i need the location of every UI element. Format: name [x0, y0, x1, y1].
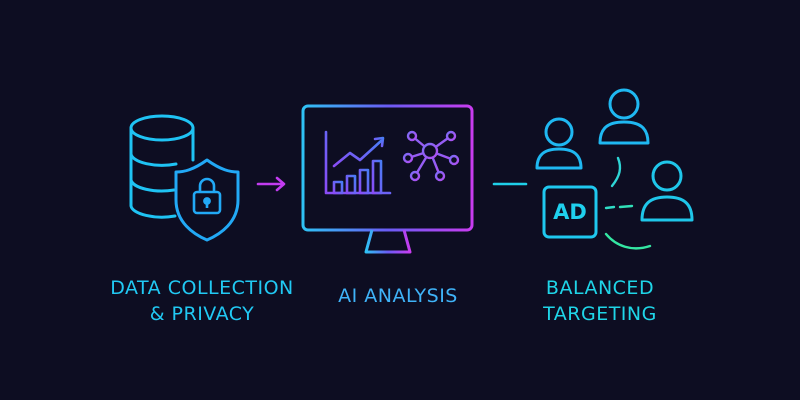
- step-label-line: TARGETING: [543, 303, 657, 325]
- arrow-right-icon: [256, 176, 286, 192]
- ad-badge-box: [542, 185, 598, 239]
- step-label-data-collection: DATA COLLECTION & PRIVACY: [96, 275, 308, 327]
- ad-badge-label: AD: [553, 200, 587, 224]
- network-graph-icon: [402, 130, 460, 194]
- targeting-curves: [604, 156, 652, 250]
- step-label-ai-analysis: AI ANALYSIS: [318, 283, 478, 309]
- shield-icon: [174, 158, 240, 242]
- step-label-balanced-targeting: BALANCED TARGETING: [510, 275, 690, 327]
- step-label-line: AI ANALYSIS: [338, 285, 458, 307]
- step-label-line: DATA COLLECTION: [110, 277, 294, 299]
- step-label-line: & PRIVACY: [149, 303, 255, 325]
- chart-icon: [324, 130, 392, 195]
- user-icon: [598, 88, 650, 145]
- monitor-icon: [301, 104, 474, 254]
- user-icon: [640, 160, 694, 222]
- lock-icon: [192, 177, 222, 215]
- user-icon: [535, 117, 583, 170]
- database-icon: [129, 114, 195, 219]
- step-label-line: BALANCED: [545, 277, 655, 299]
